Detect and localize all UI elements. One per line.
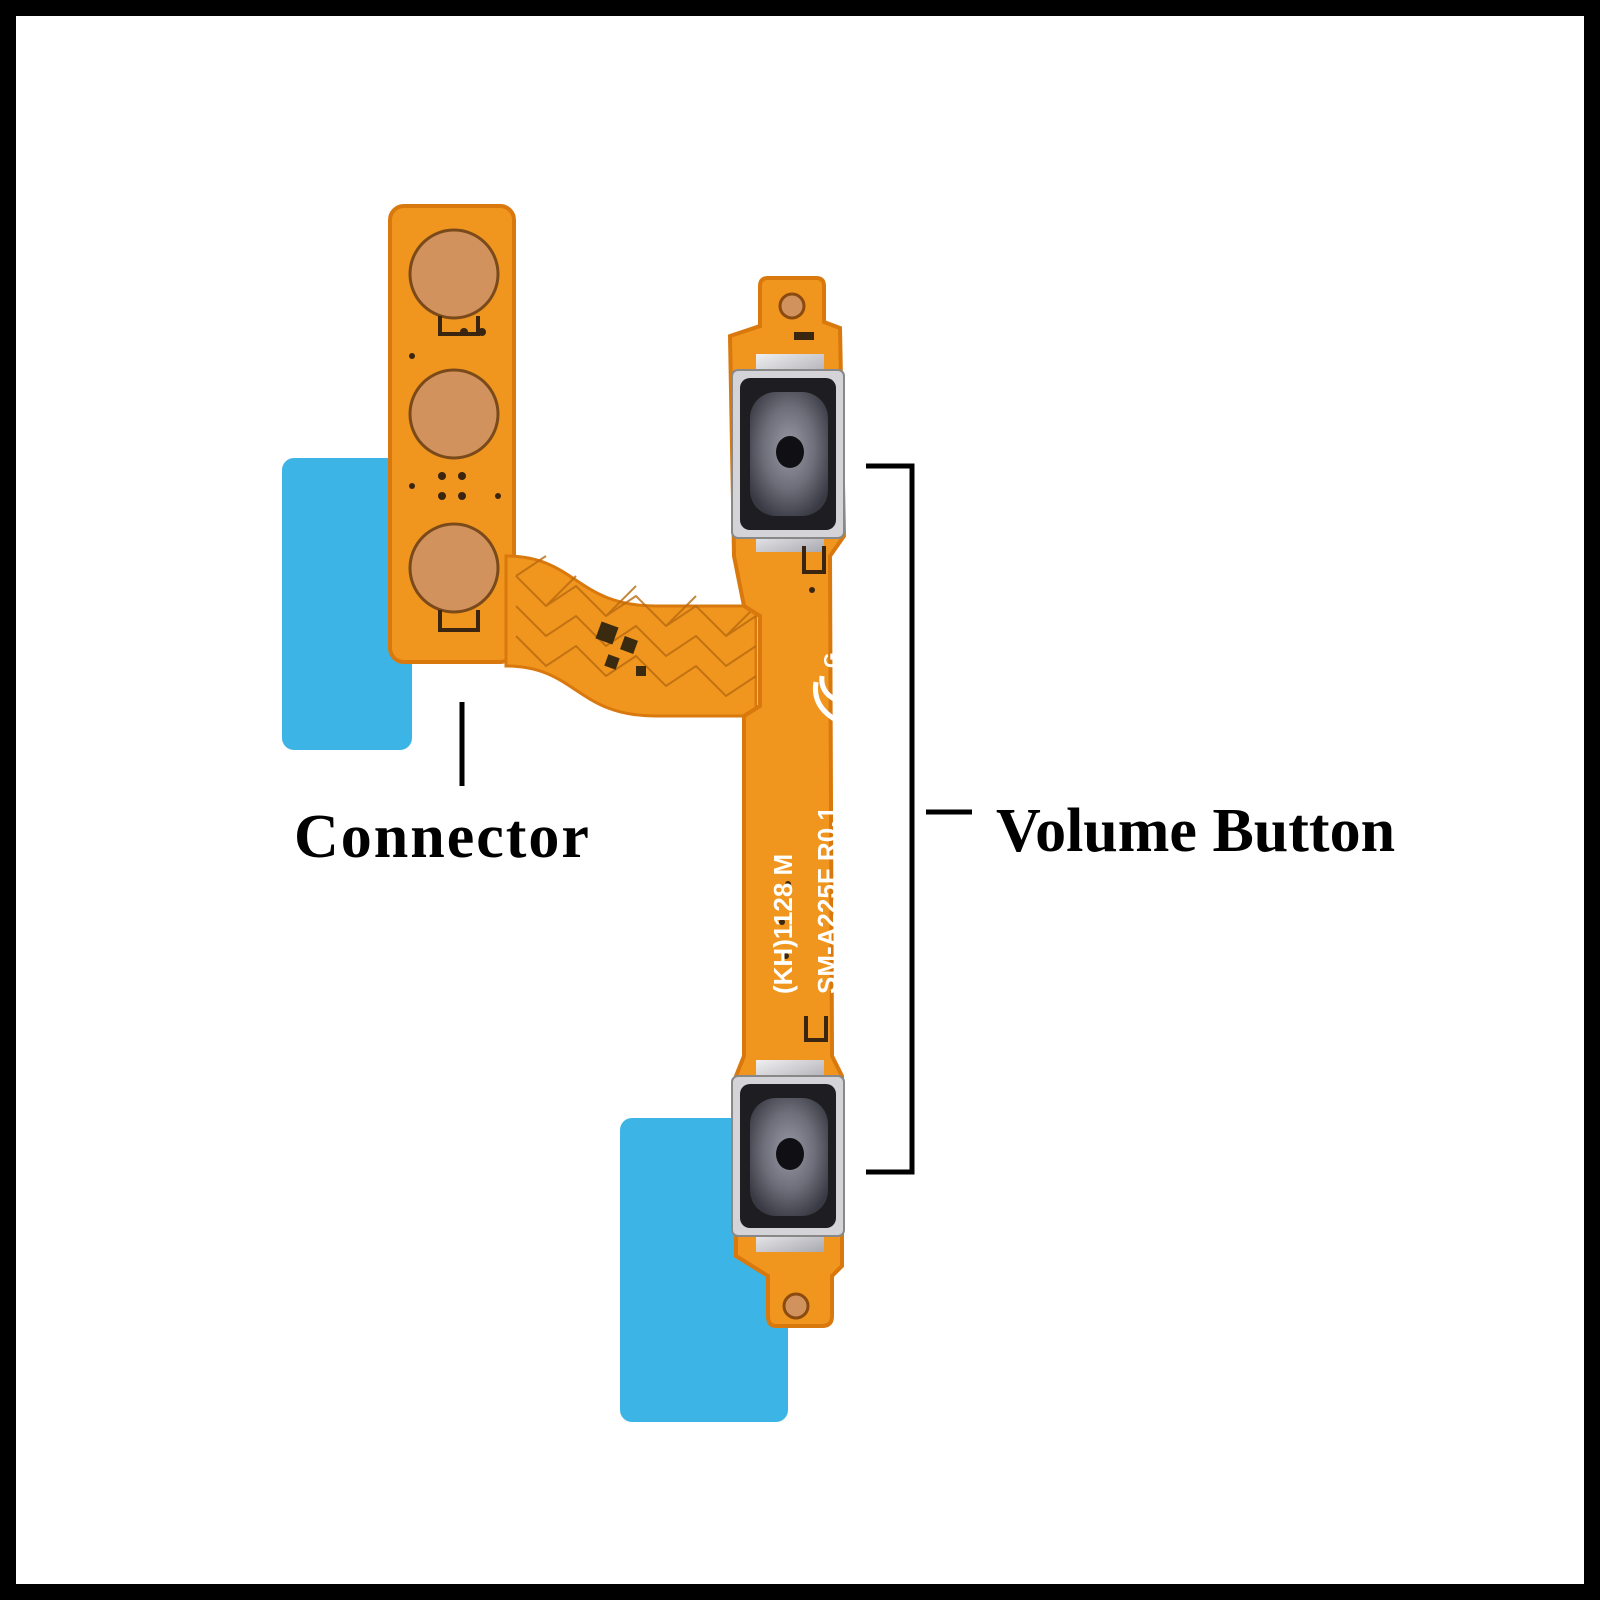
mount-hole-bottom [782, 1292, 810, 1320]
contact-pad-1 [408, 228, 500, 320]
svg-text:SM-A225F R0.1: SM-A225F R0.1 [812, 806, 842, 994]
svg-text:G: G [821, 652, 843, 668]
strip-pads [802, 546, 828, 1042]
connector-pads [408, 228, 501, 632]
flex-bridge [504, 554, 758, 718]
pcb-marking-line2: SM-A225F R0.1 [812, 806, 842, 994]
svg-text:(KH)1128 M: (KH)1128 M [768, 854, 798, 994]
diagram-canvas: (KH)1128 M SM-A225F R0.1 G Connector Vol… [16, 16, 1584, 1584]
volume-switch-top [731, 354, 845, 552]
pcb-marking-line1: (KH)1128 M [768, 854, 798, 994]
volume-button-bracket [866, 463, 972, 1175]
ce-mark [812, 675, 838, 723]
flex-traces [515, 555, 757, 698]
volume-switch-bottom [731, 1060, 845, 1252]
contact-pad-3 [408, 522, 500, 614]
volume-button-label: Volume Button [996, 797, 1396, 865]
mount-hole-top [778, 292, 806, 320]
adhesive-pad-top [282, 458, 412, 750]
contact-pad-2 [408, 368, 500, 460]
pcb-marking-g: G [821, 652, 843, 668]
flex-chip-marking [595, 621, 646, 676]
flex-cable-illustration: (KH)1128 M SM-A225F R0.1 G [282, 204, 972, 1422]
connector-label: Connector [294, 803, 591, 871]
